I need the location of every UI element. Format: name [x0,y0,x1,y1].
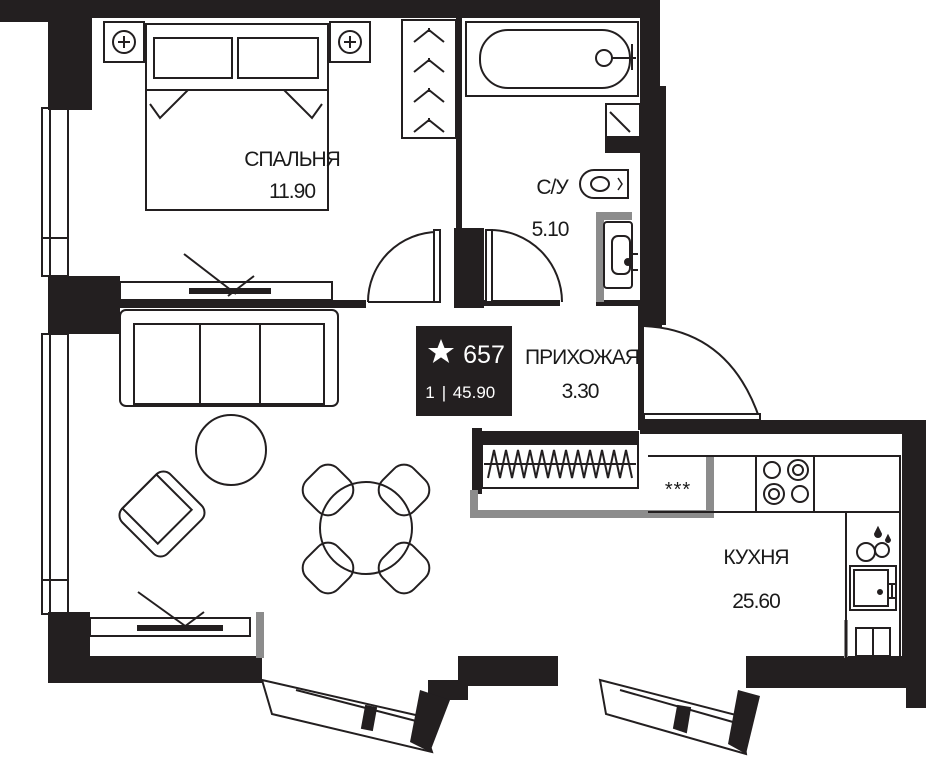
badge-separator: | [442,383,446,402]
burner-4 [791,485,809,503]
gray-kitchen-wall-3 [706,456,714,516]
badge-total-area: 45.90 [453,383,496,402]
window-bedroom-left [41,107,69,277]
gray-bath-wall [596,212,632,220]
wall-top [0,0,660,22]
badge-background [416,326,512,416]
apartment-badge: 657 1 | 45.90 [416,326,512,416]
wall-hall-right [638,300,644,430]
dining-set [301,463,431,595]
cabinet-mark: *** [665,479,691,501]
door-entrance [643,325,761,421]
sofa [119,309,339,407]
wall-right-bottom [906,650,926,708]
gray-kitchen-wall [470,490,478,518]
washing-machine [605,103,641,153]
burner-3 [763,483,785,505]
stove [755,455,815,513]
toilet [579,169,629,199]
living-furniture [89,309,431,637]
badge-rooms: 1 [425,383,434,402]
wall-bottom-right [746,656,906,688]
bathroom-fixtures [465,21,641,289]
doors [367,229,761,421]
bathroom-area: 5.10 [532,218,569,241]
wall-bath-right-outer [660,86,666,325]
room-labels: СПАЛЬНЯ 11.90 С/У 5.10 ПРИХОЖАЯ 3.30 КУХ… [244,148,789,613]
hall-radiator [481,431,639,489]
bedroom-name: СПАЛЬНЯ [244,148,340,171]
windows [41,107,760,756]
bathtub [465,21,639,97]
kitchen-cabinet [855,627,891,657]
door-bathroom [485,229,563,303]
wardrobe [401,19,457,139]
bathroom-sink [603,221,638,289]
nightstand-right [329,21,371,63]
burner-3-inner [768,488,780,500]
radiator-bedroom [119,253,333,301]
wall-bath-left [456,18,462,236]
wall-bath-right [640,0,660,325]
window-bottom-bay-1 [260,678,450,754]
burner-2-inner [792,464,804,476]
badge-number: 657 [463,341,505,369]
wall-hall-bottom-a [484,300,560,306]
gray-kitchen-wall-2 [470,510,714,518]
radiator-living [89,591,251,637]
burner-2 [787,459,809,481]
armchair [118,470,206,558]
star-icon [428,339,454,363]
wall-kitchen-top [640,420,926,434]
dishes-icon [856,525,892,562]
hall-area: 3.30 [562,380,599,403]
door-bedroom [367,229,441,303]
walls [0,0,926,708]
window-living-left [41,333,69,615]
bed [145,23,329,211]
wall-left-top [48,18,92,110]
wall-left-bottom [48,612,262,683]
wall-bottom-mid-2 [428,680,468,700]
wall-kitchen-right [902,434,926,670]
gray-living-wall [256,612,264,658]
wall-bedroom-bottom [92,300,366,308]
kitchen-name: КУХНЯ [723,546,788,569]
wall-radiator-frame [472,428,482,494]
kitchen-sink [849,565,897,611]
nightstand-left [103,21,145,63]
bedroom-area: 11.90 [269,180,315,203]
gray-bath-wall-2 [596,212,604,302]
hall-name: ПРИХОЖАЯ [525,346,639,369]
burner-1 [763,461,781,479]
wall-hall-bottom-b [596,300,646,306]
kitchen-area: 25.60 [732,590,780,613]
window-bottom-bay-2 [598,678,760,756]
bathroom-name: С/У [536,176,569,199]
coffee-table [195,414,267,486]
kitchen-counter [648,455,901,659]
wall-door-post [454,228,484,308]
bedroom-furniture [103,19,457,301]
wall-bottom-mid [458,656,558,686]
